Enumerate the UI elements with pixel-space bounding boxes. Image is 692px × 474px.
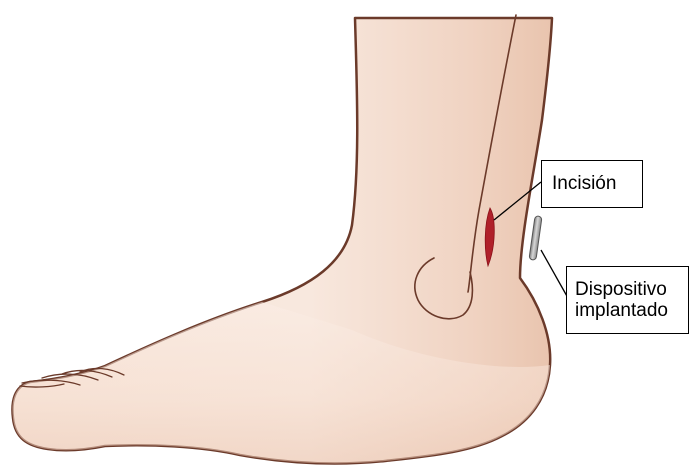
incision-label: Incisión bbox=[541, 160, 643, 208]
device-label-line-1: Dispositivo bbox=[575, 279, 688, 300]
device-label-line-2: implantado bbox=[575, 300, 688, 321]
incision-label-text: Incisión bbox=[552, 173, 642, 194]
device-leader-line bbox=[541, 250, 568, 298]
implanted-device bbox=[529, 216, 542, 261]
implanted-device-label: Dispositivo implantado bbox=[566, 266, 689, 334]
